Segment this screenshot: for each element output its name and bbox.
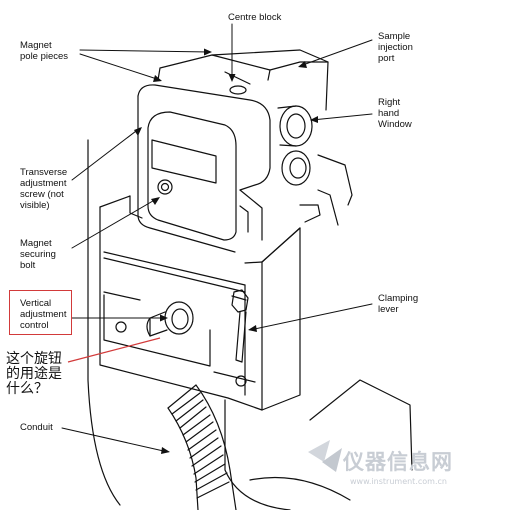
arrowheads — [134, 48, 318, 454]
label-centre-block: Centre block — [228, 12, 282, 23]
label-conduit: Conduit — [20, 422, 53, 433]
vertical-knob — [146, 301, 194, 337]
question-text: 这个旋钮 的用途是 什么？ — [6, 351, 62, 397]
watermark-logo — [308, 440, 342, 472]
label-magnet-securing-bolt: Magnet securing bolt — [20, 238, 56, 271]
leader-lines — [61, 23, 373, 453]
clamping-lever-art — [231, 289, 249, 363]
leader-clamping — [249, 303, 373, 331]
label-transverse-screw: Transverse adjustment screw (not visible… — [20, 167, 68, 211]
leader-pole-upper — [79, 49, 211, 53]
right-window — [239, 105, 353, 241]
label-right-hand-window: Right hand Window — [378, 97, 412, 130]
leader-conduit — [61, 427, 169, 453]
question-pointer — [67, 337, 161, 363]
front-pole-piece — [147, 111, 237, 241]
conduit-hose — [167, 384, 237, 510]
leader-magnet-bolt — [71, 197, 159, 249]
housing — [87, 139, 413, 510]
watermark-brand: 仪器信息网 — [343, 450, 453, 474]
leader-sample-port — [299, 39, 373, 67]
leader-pole-lower — [79, 53, 161, 81]
vertical-control-highlight — [9, 290, 72, 335]
watermark-url: www.instrument.com.cn — [350, 477, 447, 486]
label-sample-port: Sample injection port — [378, 31, 413, 64]
chassis — [99, 195, 301, 411]
leader-transverse — [71, 127, 141, 181]
label-clamping-lever: Clamping lever — [378, 293, 419, 315]
label-vertical-adjustment: Vertical adjustment control — [20, 298, 67, 331]
leader-right-window — [311, 113, 373, 121]
magnet-assembly — [129, 49, 329, 253]
label-magnet-pole-pieces: Magnet pole pieces — [20, 40, 69, 62]
